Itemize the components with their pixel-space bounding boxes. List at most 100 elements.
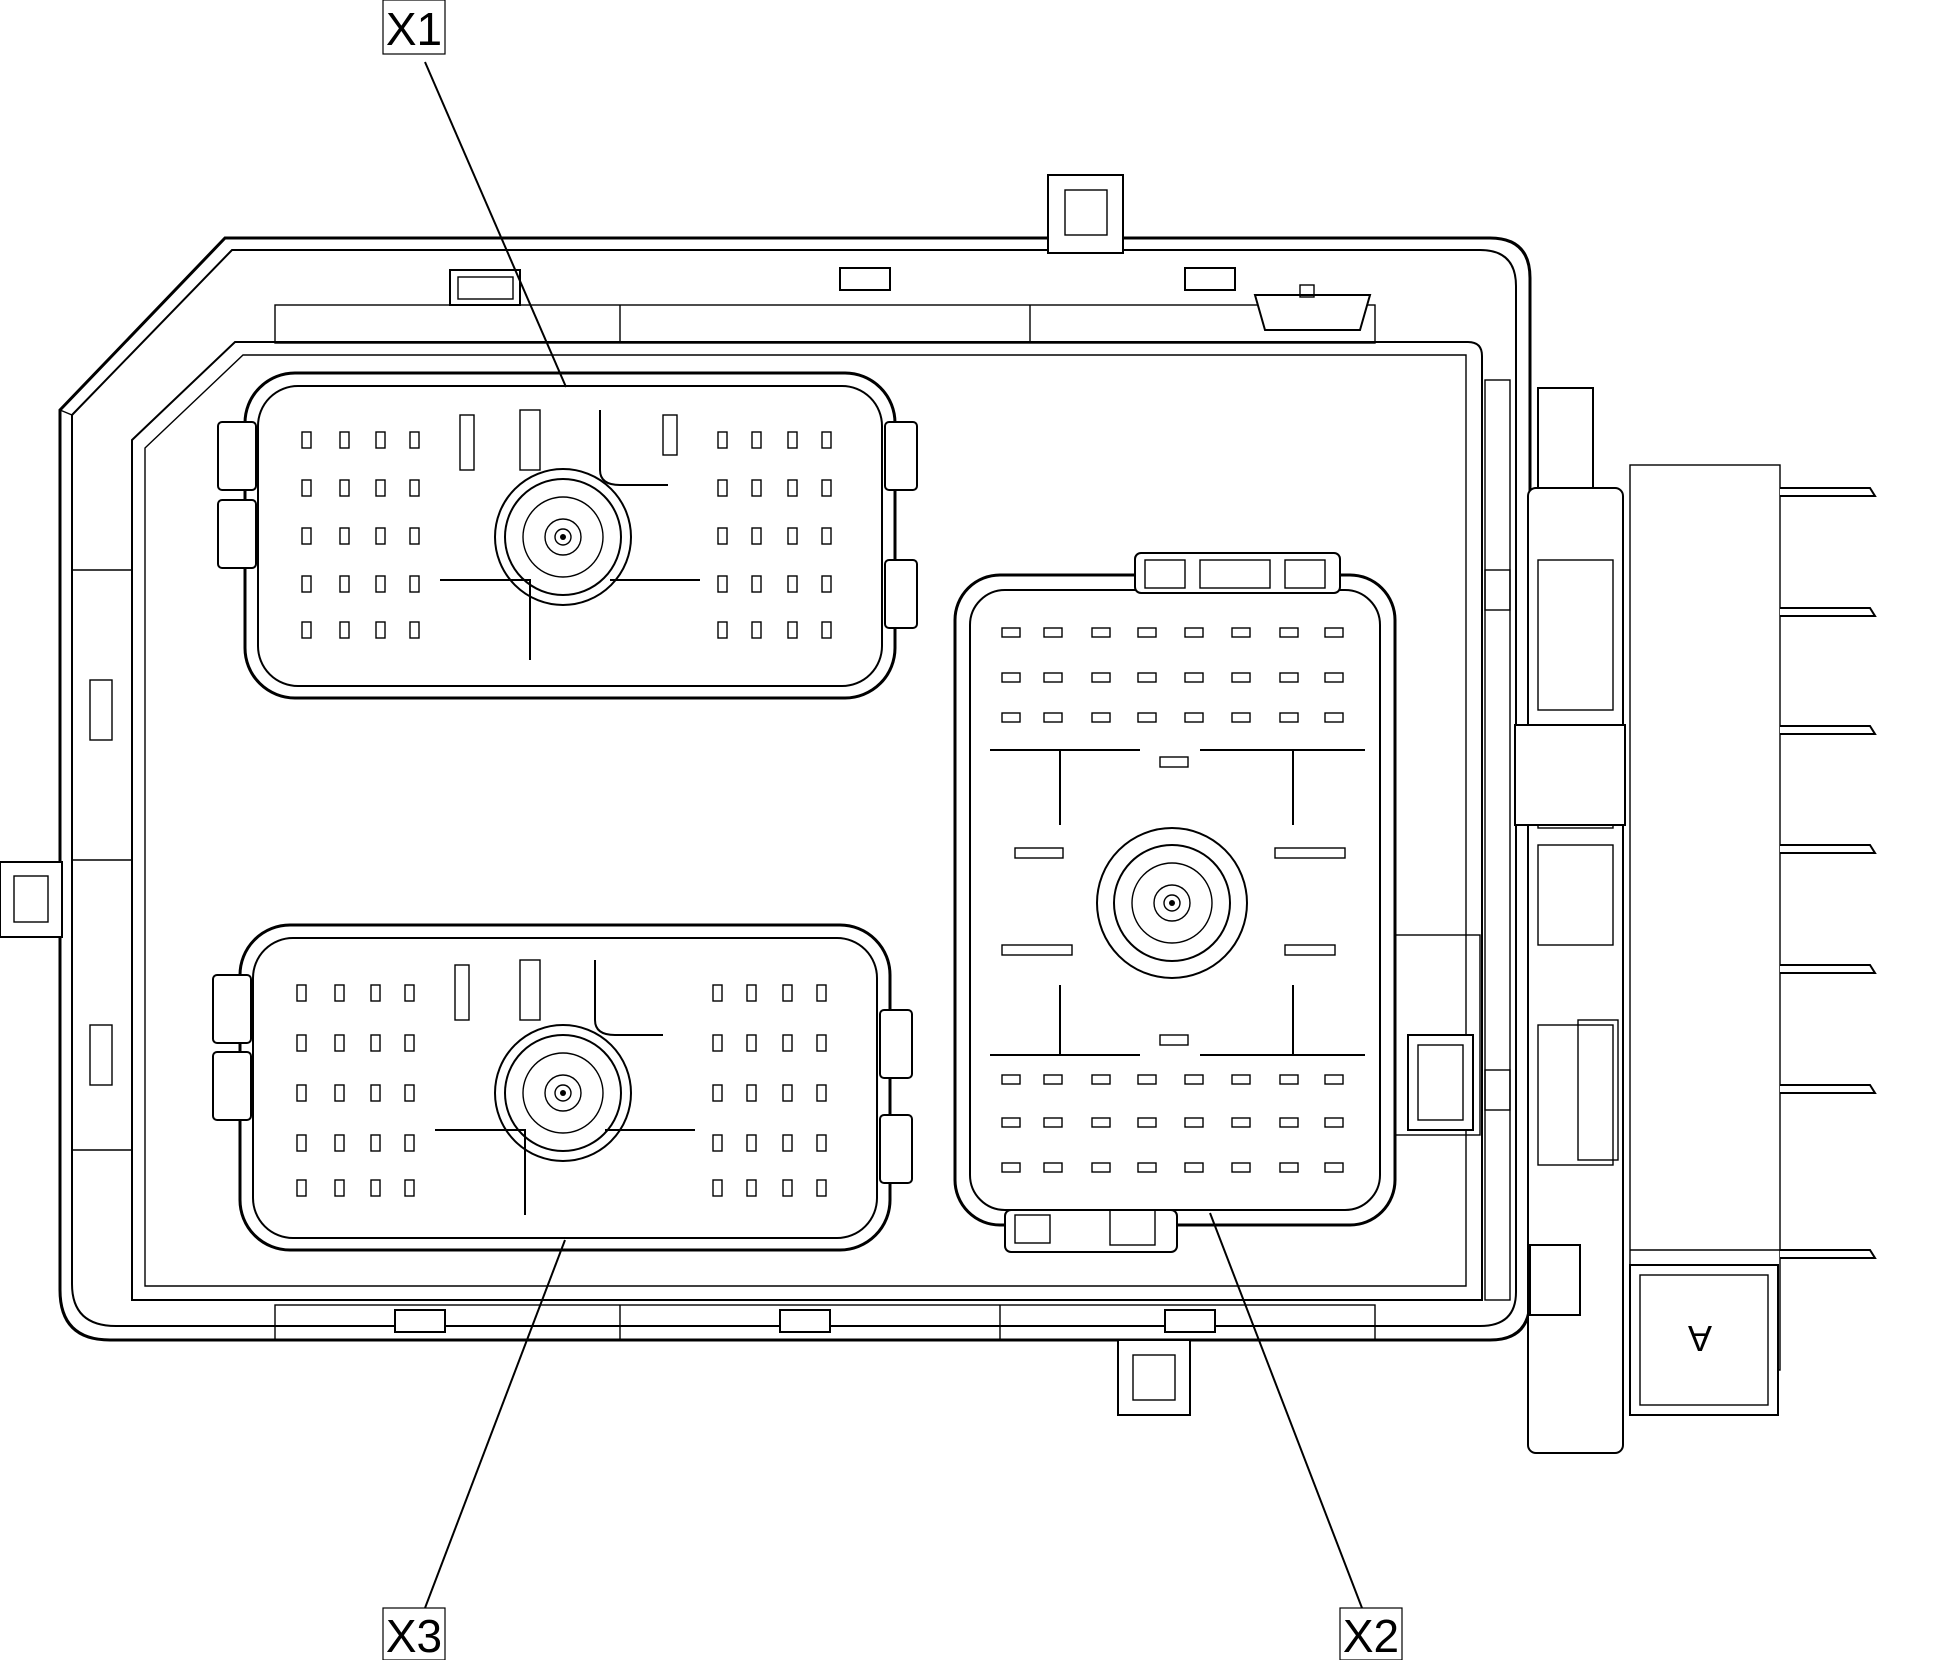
cavity <box>746 1134 757 1152</box>
callout-x3: X3 <box>382 1239 566 1660</box>
cavity <box>1001 1117 1021 1128</box>
cavity <box>782 984 793 1002</box>
cavity <box>334 1034 345 1052</box>
x2-cavities <box>1001 627 1344 1173</box>
cavity <box>1091 712 1111 723</box>
cavity <box>712 1034 723 1052</box>
cavity <box>782 1084 793 1102</box>
cavity <box>409 431 420 449</box>
cavity <box>821 479 832 497</box>
cavity <box>782 1179 793 1197</box>
blade-terminal <box>1780 1084 1877 1094</box>
cavity <box>334 1134 345 1152</box>
cavity <box>712 984 723 1002</box>
cavity <box>712 1179 723 1197</box>
cavity <box>301 479 312 497</box>
terminal-pins <box>1780 487 1877 1259</box>
cavity <box>1137 672 1157 683</box>
cavity <box>712 1084 723 1102</box>
cavity <box>1001 712 1021 723</box>
connector-x1 <box>217 371 918 700</box>
cavity <box>370 1179 381 1197</box>
cavity <box>296 984 307 1002</box>
cavity <box>1091 1074 1111 1085</box>
cavity <box>717 479 728 497</box>
cavity <box>1091 627 1111 638</box>
cavity <box>821 527 832 545</box>
callout-label-x2: X2 <box>1343 1610 1399 1660</box>
cavity <box>1231 1117 1251 1128</box>
cavity <box>301 575 312 593</box>
cavity <box>821 621 832 639</box>
cavity <box>1324 1074 1344 1085</box>
cavity <box>404 1134 415 1152</box>
cavity <box>821 575 832 593</box>
cavity <box>339 431 350 449</box>
cavity <box>375 431 386 449</box>
blade-terminal <box>1780 487 1877 497</box>
cavity <box>1001 1162 1021 1173</box>
cavity <box>746 1034 757 1052</box>
cavity <box>409 479 420 497</box>
cavity <box>370 1134 381 1152</box>
cavity <box>375 479 386 497</box>
cavity <box>1231 712 1251 723</box>
connector-x3 <box>212 923 913 1252</box>
cavity <box>1231 1162 1251 1173</box>
cavity <box>816 1134 827 1152</box>
cavity <box>1137 1162 1157 1173</box>
cavity <box>334 1179 345 1197</box>
cavity <box>816 984 827 1002</box>
cavity <box>751 431 762 449</box>
cavity <box>1231 627 1251 638</box>
cavity <box>301 431 312 449</box>
callout-label-x1: X1 <box>386 3 442 55</box>
cavity <box>404 1179 415 1197</box>
cavity <box>409 527 420 545</box>
cavity <box>1184 1162 1204 1173</box>
blade-terminal <box>1780 607 1877 617</box>
cavity <box>1324 672 1344 683</box>
cavity <box>1137 1074 1157 1085</box>
cavity <box>782 1134 793 1152</box>
housing <box>0 174 1532 1416</box>
side-marking: A <box>1688 1318 1712 1359</box>
cavity <box>334 1084 345 1102</box>
callout-label-x3: X3 <box>386 1610 442 1660</box>
cavity <box>296 1179 307 1197</box>
cavity <box>1184 712 1204 723</box>
cavity <box>404 1084 415 1102</box>
cavity <box>370 1084 381 1102</box>
cavity <box>1043 627 1063 638</box>
cavity <box>717 621 728 639</box>
cavity <box>1137 712 1157 723</box>
cavity <box>821 431 832 449</box>
relay-assembly: A <box>1407 387 1781 1454</box>
cavity <box>334 984 345 1002</box>
cavity <box>301 621 312 639</box>
cavity <box>1279 1117 1299 1128</box>
cavity <box>375 621 386 639</box>
cavity <box>1184 1117 1204 1128</box>
cavity <box>712 1134 723 1152</box>
cavity <box>1043 1074 1063 1085</box>
cavity <box>404 1034 415 1052</box>
cavity <box>1231 1074 1251 1085</box>
cavity <box>404 984 415 1002</box>
cavity <box>1184 672 1204 683</box>
cavity <box>339 479 350 497</box>
cavity <box>1043 1162 1063 1173</box>
callout-x1: X1 <box>382 0 567 388</box>
cavity <box>1137 627 1157 638</box>
cavity <box>816 1084 827 1102</box>
cavity <box>370 984 381 1002</box>
cavity <box>1279 1162 1299 1173</box>
cavity <box>1043 1117 1063 1128</box>
blade-terminal <box>1780 1249 1877 1259</box>
cavity <box>816 1034 827 1052</box>
cavity <box>1043 712 1063 723</box>
cavity <box>717 431 728 449</box>
cavity <box>375 575 386 593</box>
cavity <box>782 1034 793 1052</box>
cavity <box>339 575 350 593</box>
